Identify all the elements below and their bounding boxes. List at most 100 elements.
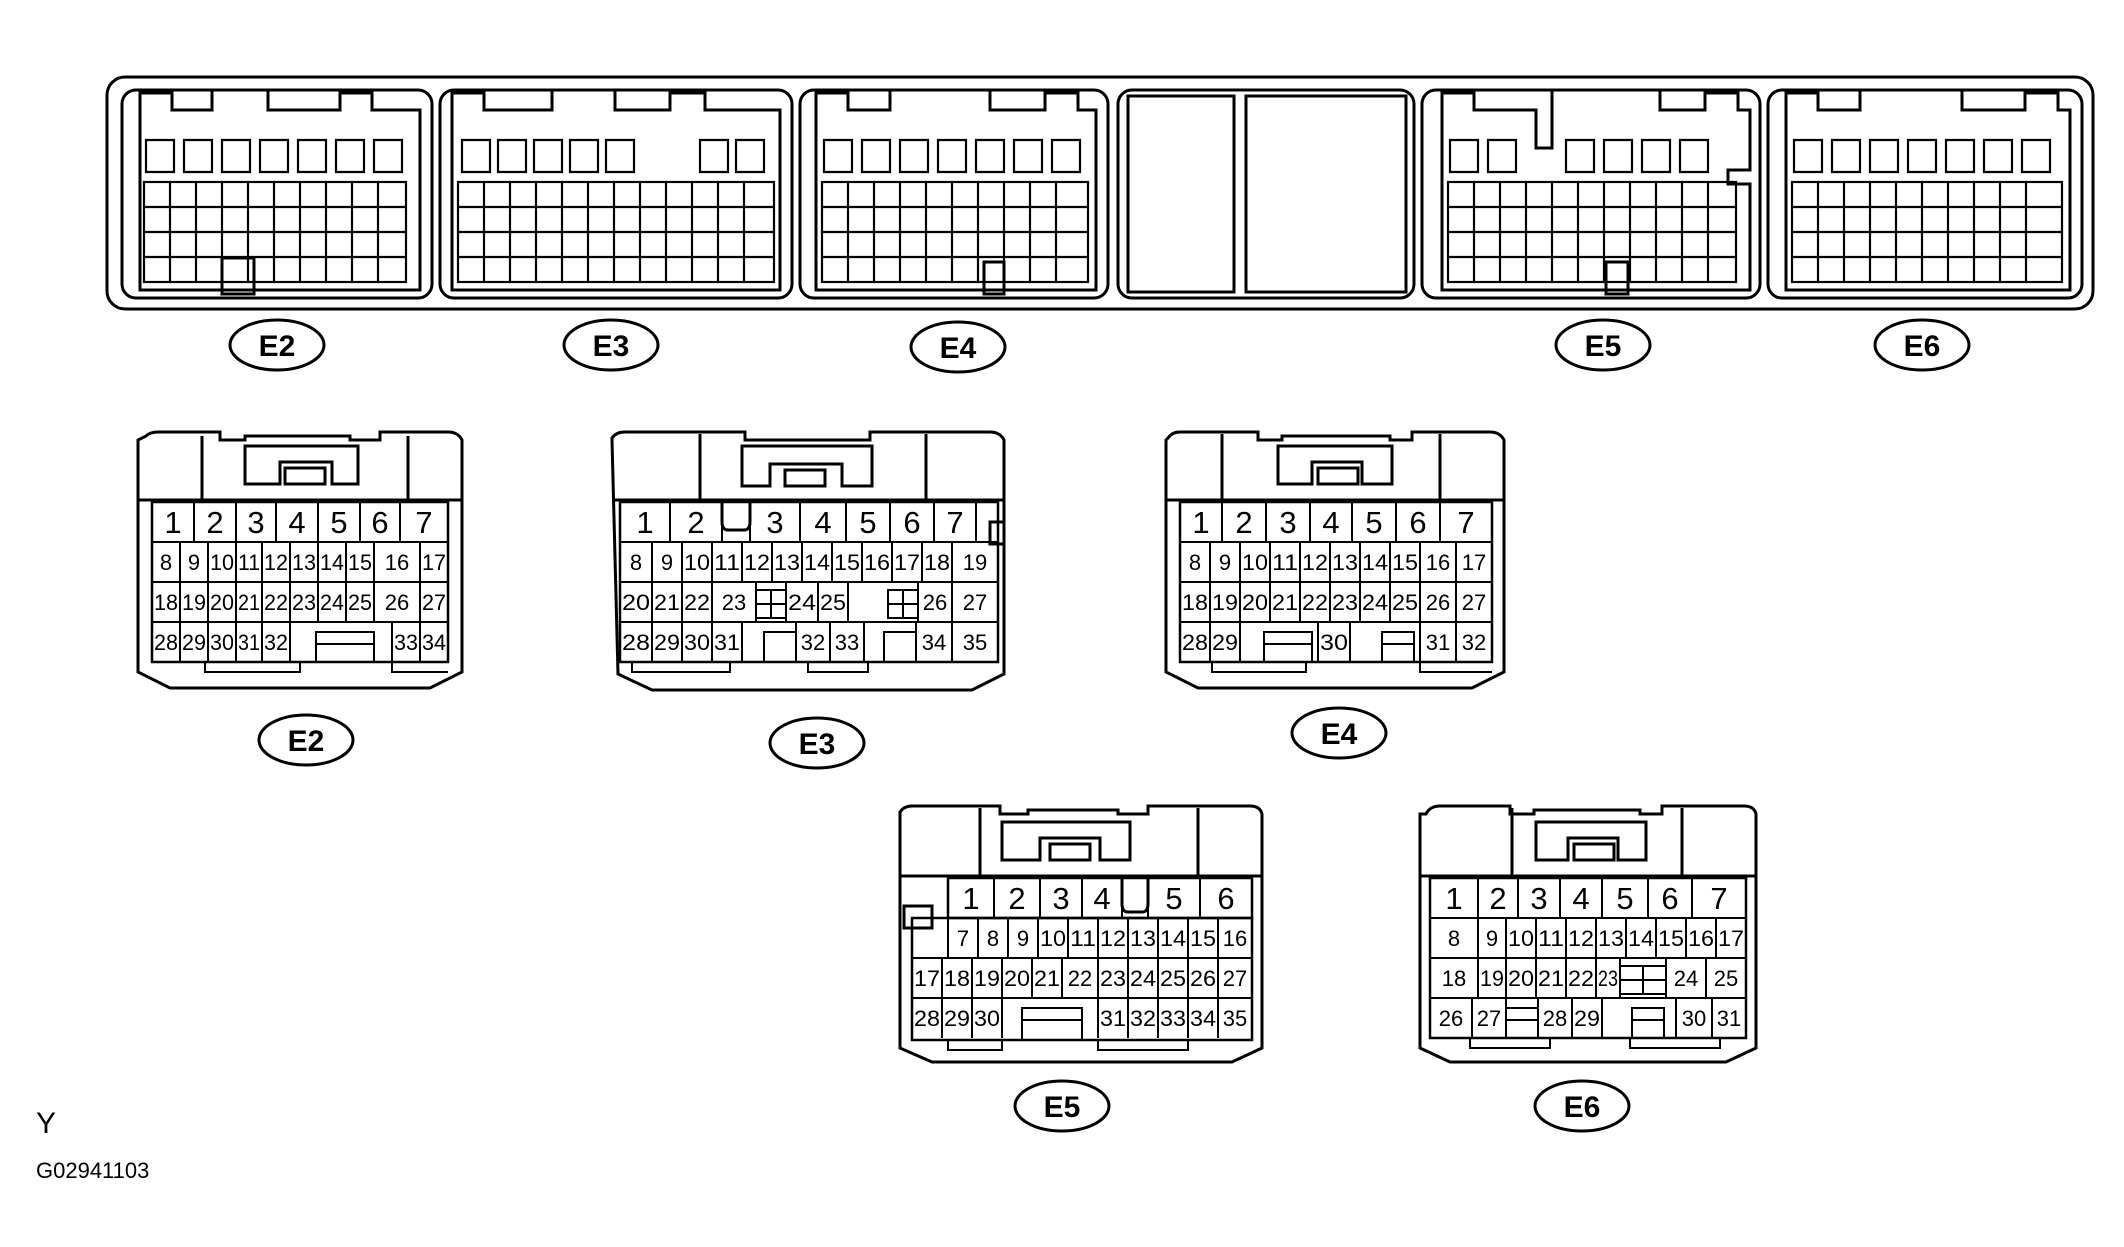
pin-e2-9: 9 bbox=[188, 550, 200, 575]
pin-e2-1: 1 bbox=[164, 505, 181, 540]
ecu-label-e4: E4 bbox=[909, 320, 1007, 374]
pin-e4-18: 18 bbox=[1182, 590, 1208, 615]
pin-e3-27: 27 bbox=[963, 590, 987, 615]
ecu-grid-e3 bbox=[456, 138, 776, 284]
pin-e2-28: 28 bbox=[154, 630, 178, 655]
pin-e3-17: 17 bbox=[894, 550, 920, 575]
pin-e5-5: 5 bbox=[1165, 881, 1182, 916]
pin-e4-6: 6 bbox=[1409, 505, 1426, 540]
pin-e5-20: 20 bbox=[1004, 966, 1030, 991]
pin-e4-29: 29 bbox=[1212, 630, 1238, 655]
pin-e4-32: 32 bbox=[1462, 630, 1486, 655]
pin-e6-9: 9 bbox=[1486, 926, 1498, 951]
pin-e2-34: 34 bbox=[422, 630, 446, 655]
pin-e6-18: 18 bbox=[1442, 966, 1466, 991]
pin-e5-7: 7 bbox=[957, 926, 969, 951]
pin-e4-25: 25 bbox=[1392, 590, 1418, 615]
pin-e3-11: 11 bbox=[714, 550, 740, 575]
pin-e2-11: 11 bbox=[238, 550, 260, 575]
pin-e5-6: 6 bbox=[1217, 881, 1234, 916]
pin-e6-8: 8 bbox=[1448, 926, 1460, 951]
connector-e3-label: E3 bbox=[768, 716, 866, 770]
pin-e6-23: 23 bbox=[1598, 966, 1618, 991]
pin-e5-25: 25 bbox=[1160, 966, 1186, 991]
ecu-label-e2: E2 bbox=[228, 318, 326, 372]
pin-e6-4: 4 bbox=[1572, 881, 1589, 916]
pin-e6-16: 16 bbox=[1688, 926, 1714, 951]
pin-e2-14: 14 bbox=[320, 550, 344, 575]
pin-e5-24: 24 bbox=[1130, 966, 1156, 991]
pin-e5-34: 34 bbox=[1190, 1006, 1216, 1031]
pin-e5-21: 21 bbox=[1034, 966, 1060, 991]
pin-e2-16: 16 bbox=[385, 550, 409, 575]
pin-e3-31: 31 bbox=[714, 630, 740, 655]
pin-e5-17: 17 bbox=[914, 966, 940, 991]
pin-e3-23: 23 bbox=[722, 590, 746, 615]
pin-e3-32: 32 bbox=[801, 630, 825, 655]
pin-e6-2: 2 bbox=[1489, 881, 1506, 916]
ecu-label-e5: E5 bbox=[1554, 318, 1652, 372]
pin-e2-29: 29 bbox=[182, 630, 206, 655]
pin-e2-19: 19 bbox=[182, 590, 206, 615]
pin-e5-12: 12 bbox=[1100, 926, 1126, 951]
pin-e6-20: 20 bbox=[1508, 966, 1534, 991]
pin-e5-18: 18 bbox=[944, 966, 970, 991]
pin-e5-28: 28 bbox=[914, 1006, 940, 1031]
pin-e5-10: 10 bbox=[1040, 926, 1066, 951]
pin-e4-27: 27 bbox=[1462, 590, 1486, 615]
pin-e2-5: 5 bbox=[330, 505, 347, 540]
pin-e6-7: 7 bbox=[1710, 881, 1727, 916]
pin-e2-27: 27 bbox=[422, 590, 446, 615]
pin-e2-10: 10 bbox=[210, 550, 234, 575]
ecu-outline bbox=[105, 75, 2095, 311]
pin-e5-3: 3 bbox=[1052, 881, 1069, 916]
pin-e6-13: 13 bbox=[1598, 926, 1624, 951]
pin-e4-31: 31 bbox=[1426, 630, 1450, 655]
pin-e6-19: 19 bbox=[1480, 966, 1504, 991]
ecu-label-text: E4 bbox=[940, 332, 977, 365]
pin-e2-33: 33 bbox=[394, 630, 418, 655]
pin-e2-8: 8 bbox=[160, 550, 172, 575]
pin-e4-8: 8 bbox=[1189, 550, 1201, 575]
pin-e2-21: 21 bbox=[238, 590, 260, 615]
ecu-labels: E2 E3 E4 E5 E6 bbox=[228, 318, 1971, 374]
pin-e3-30: 30 bbox=[684, 630, 710, 655]
connector-label-text: E6 bbox=[1564, 1091, 1601, 1124]
pin-e5-16: 16 bbox=[1223, 926, 1247, 951]
pin-e6-6: 6 bbox=[1661, 881, 1678, 916]
pin-e2-4: 4 bbox=[288, 505, 305, 540]
pin-e5-15: 15 bbox=[1190, 926, 1216, 951]
pin-e2-20: 20 bbox=[210, 590, 234, 615]
pin-e4-1: 1 bbox=[1192, 505, 1209, 540]
pin-e6-12: 12 bbox=[1568, 926, 1594, 951]
pin-e3-21: 21 bbox=[654, 590, 680, 615]
pin-e3-35: 35 bbox=[963, 630, 987, 655]
pin-e3-26: 26 bbox=[923, 590, 947, 615]
pin-e2-25: 25 bbox=[348, 590, 372, 615]
ecu-section-e2 bbox=[120, 88, 434, 300]
pin-e4-12: 12 bbox=[1302, 550, 1328, 575]
pin-e6-21: 21 bbox=[1538, 966, 1564, 991]
pin-e4-16: 16 bbox=[1426, 550, 1450, 575]
ecu-grid-e4 bbox=[820, 138, 1090, 284]
pin-e6-11: 11 bbox=[1538, 926, 1564, 951]
pin-e2-12: 12 bbox=[264, 550, 288, 575]
footer-letter: Y bbox=[36, 1107, 56, 1140]
connector-e5-label: E5 bbox=[1013, 1079, 1111, 1133]
pin-e3-16: 16 bbox=[864, 550, 890, 575]
pin-e3-3: 3 bbox=[766, 505, 783, 540]
pin-e5-4: 4 bbox=[1093, 881, 1110, 916]
pin-e5-2: 2 bbox=[1008, 881, 1025, 916]
pin-e4-28: 28 bbox=[1182, 630, 1208, 655]
pin-e4-5: 5 bbox=[1365, 505, 1382, 540]
pin-e4-4: 4 bbox=[1322, 505, 1339, 540]
pin-e2-17: 17 bbox=[422, 550, 446, 575]
pin-e6-25: 25 bbox=[1714, 966, 1738, 991]
ecu-grid-e2 bbox=[142, 138, 408, 284]
pin-e4-11: 11 bbox=[1272, 550, 1298, 575]
connector-label-text: E4 bbox=[1321, 718, 1358, 751]
